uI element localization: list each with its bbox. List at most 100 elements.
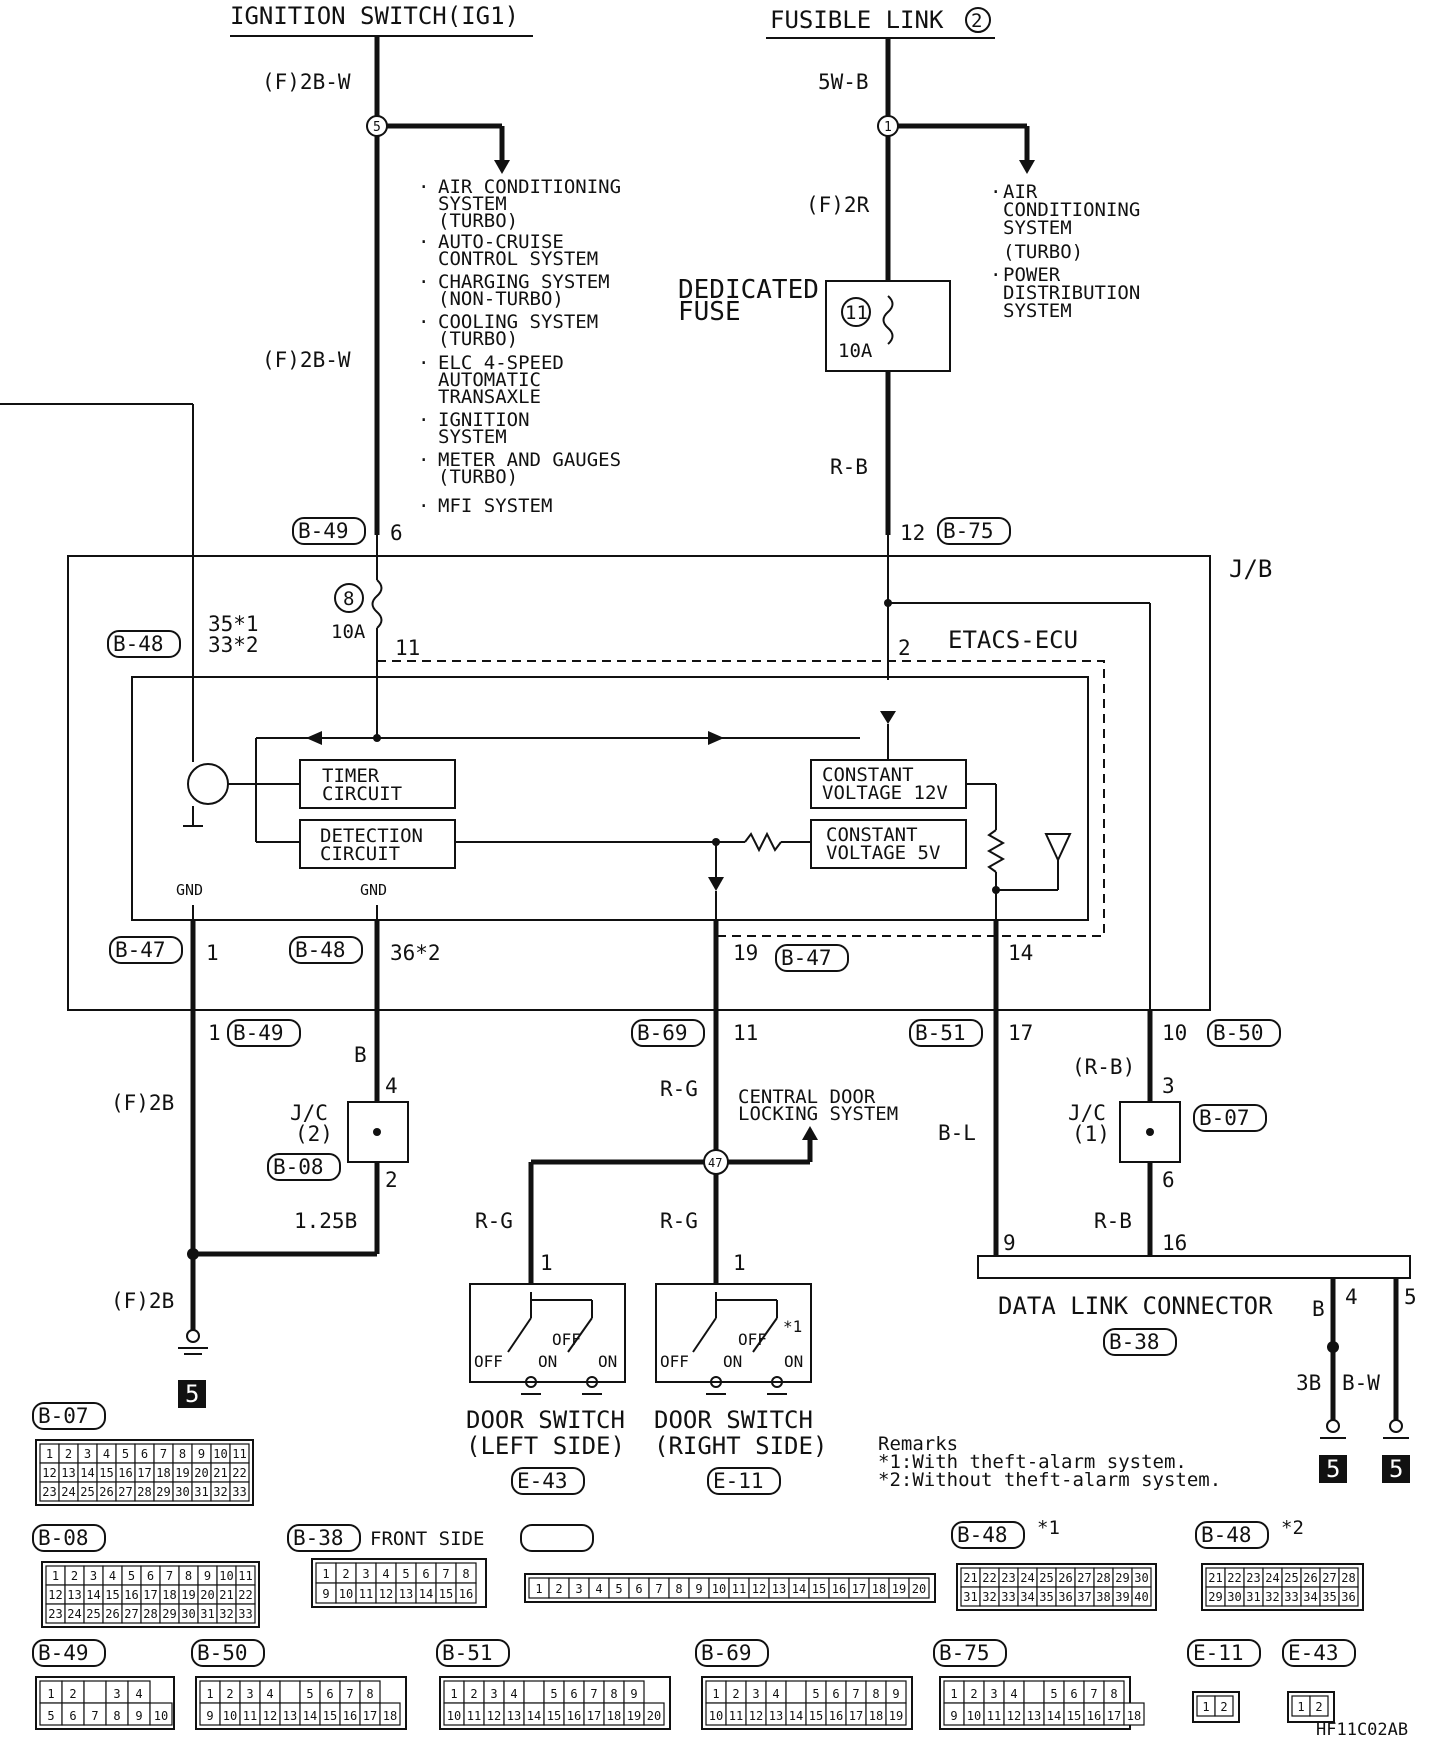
tag-b69-label: B-69 (637, 1021, 688, 1045)
connector-pin-number: 6 (147, 1569, 154, 1583)
dsl-on-b: ON (598, 1352, 617, 1371)
face-tag-b48-a (951, 1521, 1025, 1549)
dsr-off: OFF (660, 1352, 689, 1371)
connector-pin-number: 10 (709, 1709, 723, 1723)
connector-pin-number: 22 (232, 1466, 246, 1480)
jc2-label-b: (2) (295, 1122, 333, 1146)
pin-2: 2 (898, 636, 911, 660)
wire-label-jc1-bot: R-B (1094, 1209, 1132, 1233)
connector-pin-number: 17 (849, 1709, 863, 1723)
connector-pin-number: 24 (1020, 1571, 1034, 1585)
connector-pin-number: 23 (48, 1607, 62, 1621)
connector-pin-number: 1 (450, 1687, 457, 1701)
face-tag-b51-label: B-51 (442, 1641, 493, 1665)
remarks-note-1: *1:With theft-alarm system. (878, 1451, 1187, 1473)
connector-pin-number: 10 (339, 1587, 353, 1601)
fuse-11-number: 11 (845, 302, 868, 324)
connector-pin-number: 13 (507, 1709, 521, 1723)
junction-1-label: 1 (884, 120, 892, 135)
connector-cavity (1309, 1695, 1329, 1717)
connector-pin-number: 3 (362, 1567, 369, 1581)
connector-pin-number: 6 (570, 1687, 577, 1701)
connector-pin-number: 22 (1227, 1571, 1241, 1585)
connector-cavity (1131, 1586, 1152, 1607)
connector-housing (195, 1676, 407, 1730)
connector-pin-number: 8 (675, 1582, 682, 1596)
connector-pin-number: 14 (792, 1582, 806, 1596)
connector-pin-number: 6 (832, 1687, 839, 1701)
connector-pin-number: 1 (950, 1687, 957, 1701)
face-tag-b08 (32, 1524, 106, 1552)
connector-cavity (1338, 1586, 1359, 1607)
connector-pin-number: 8 (179, 1447, 186, 1461)
pin-10: 10 (1162, 1021, 1187, 1045)
face-tag-b69-label: B-69 (701, 1641, 752, 1665)
connector-pin-number: 20 (647, 1709, 661, 1723)
connector-cavity (235, 1603, 256, 1624)
fus-list-0: AIR (1003, 181, 1038, 203)
gnd-label-b: GND (360, 881, 387, 899)
fusible-link-number-ring (965, 7, 991, 33)
connector-pin-number: 1 (712, 1687, 719, 1701)
wire-label-dlc4-low: 3B (1296, 1371, 1321, 1395)
connector-pin-number: 13 (769, 1709, 783, 1723)
pin-dlc-9: 9 (1003, 1231, 1016, 1255)
connector-pin-number: 19 (181, 1588, 195, 1602)
connector-pin-number: 26 (1303, 1571, 1317, 1585)
ign-list-0: AIR CONDITIONING (438, 176, 621, 198)
junction-47-label: 47 (708, 1156, 722, 1170)
central-door-arrow (802, 1126, 818, 1140)
connector-pin-number: 33 (1284, 1590, 1298, 1604)
fuse-8-rating: 10A (331, 621, 366, 643)
wire-label-ign-top: (F)2B-W (262, 70, 351, 94)
detection-circuit-box (299, 819, 456, 869)
connector-pin-number: 3 (84, 1447, 91, 1461)
fusible-destination-list: · AIR CONDITIONING SYSTEM (TURBO) · POWE… (990, 181, 1140, 322)
connector-cavity (643, 1702, 665, 1726)
fus-list-6: SYSTEM (1003, 300, 1072, 322)
tag-b49-top-label: B-49 (298, 519, 349, 543)
connector-pin-number: 15 (99, 1466, 113, 1480)
transistor-symbol (187, 763, 229, 805)
connector-pin-number: 2 (970, 1687, 977, 1701)
connector-housing (35, 1676, 175, 1730)
cv5-label-2: VOLTAGE 5V (826, 842, 940, 864)
connector-pin-number: 1 (206, 1687, 213, 1701)
connector-housing (1287, 1691, 1335, 1723)
connector-pin-number: 18 (162, 1588, 176, 1602)
dsl-ground-a (525, 1376, 537, 1388)
door-switch-left-box (469, 1283, 626, 1383)
connector-pin-number: 23 (42, 1485, 56, 1499)
connector-pin-number: 7 (91, 1709, 98, 1723)
data-link-connector-label: DATA LINK CONNECTOR (998, 1292, 1273, 1320)
ign-list-11: TRANSAXLE (438, 386, 541, 408)
dsl-ground-b (586, 1376, 598, 1388)
ign-list-15: (TURBO) (438, 466, 518, 488)
connector-pin-number: 9 (206, 1709, 213, 1723)
connector-pin-number: 4 (266, 1687, 273, 1701)
connector-pin-number: 32 (219, 1607, 233, 1621)
face-tag-b49-label: B-49 (38, 1641, 89, 1665)
connector-pin-number: 5 (122, 1447, 129, 1461)
ground-point-5-dlc4 (1319, 1455, 1347, 1483)
connector-pin-number: 32 (213, 1485, 227, 1499)
ign-list-3: AUTO-CRUISE (438, 231, 564, 253)
connector-pin-number: 17 (852, 1582, 866, 1596)
connector-pin-number: 28 (1096, 1571, 1110, 1585)
connector-pin-number: 16 (118, 1466, 132, 1480)
jc1-node (1146, 1128, 1154, 1136)
connector-pin-number: 6 (326, 1687, 333, 1701)
connector-pin-number: 22 (238, 1588, 252, 1602)
connector-pin-number: 4 (510, 1687, 517, 1701)
tag-b47-left (109, 936, 183, 964)
tag-b48-bottom (289, 936, 363, 964)
dsr-blade-a (692, 1317, 717, 1353)
ign-dot-1: · (418, 176, 429, 198)
connector-pin-number: 12 (263, 1709, 277, 1723)
ign-dot-8: · (418, 495, 429, 517)
connector-pin-number: 16 (124, 1588, 138, 1602)
